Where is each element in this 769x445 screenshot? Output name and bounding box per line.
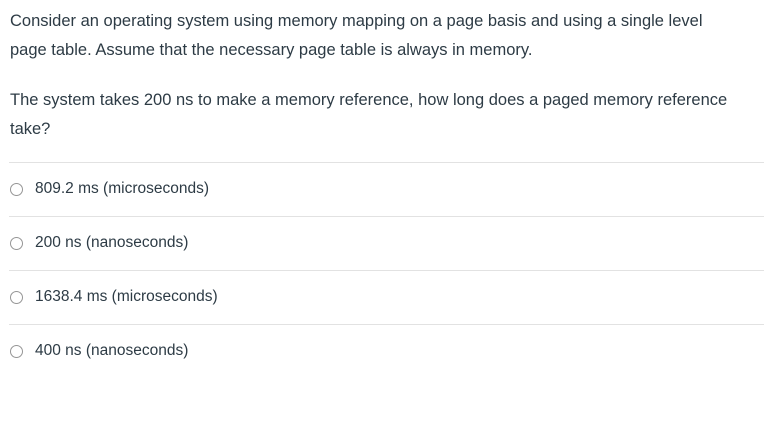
answer-option-label: 809.2 ms (microseconds)	[35, 180, 210, 197]
radio-unselected-icon[interactable]	[10, 236, 23, 250]
answer-option-2[interactable]: 200 ns (nanoseconds)	[0, 216, 769, 270]
radio-unselected-icon[interactable]	[10, 182, 23, 196]
answer-option-4[interactable]: 400 ns (nanoseconds)	[0, 324, 769, 378]
question-paragraph-1: Consider an operating system using memor…	[10, 12, 703, 59]
answer-options-list: 809.2 ms (microseconds) 200 ns (nanoseco…	[0, 162, 769, 378]
question-stem: Consider an operating system using memor…	[0, 0, 769, 144]
answer-option-3[interactable]: 1638.4 ms (microseconds)	[0, 270, 769, 324]
answer-option-label: 200 ns (nanoseconds)	[35, 234, 189, 251]
radio-unselected-icon[interactable]	[10, 290, 23, 304]
answer-option-1[interactable]: 809.2 ms (microseconds)	[0, 162, 769, 216]
answer-option-label: 1638.4 ms (microseconds)	[35, 288, 218, 305]
radio-unselected-icon[interactable]	[10, 344, 23, 358]
answer-option-label: 400 ns (nanoseconds)	[35, 342, 189, 359]
question-paragraph-2: The system takes 200 ns to make a memory…	[10, 91, 728, 138]
